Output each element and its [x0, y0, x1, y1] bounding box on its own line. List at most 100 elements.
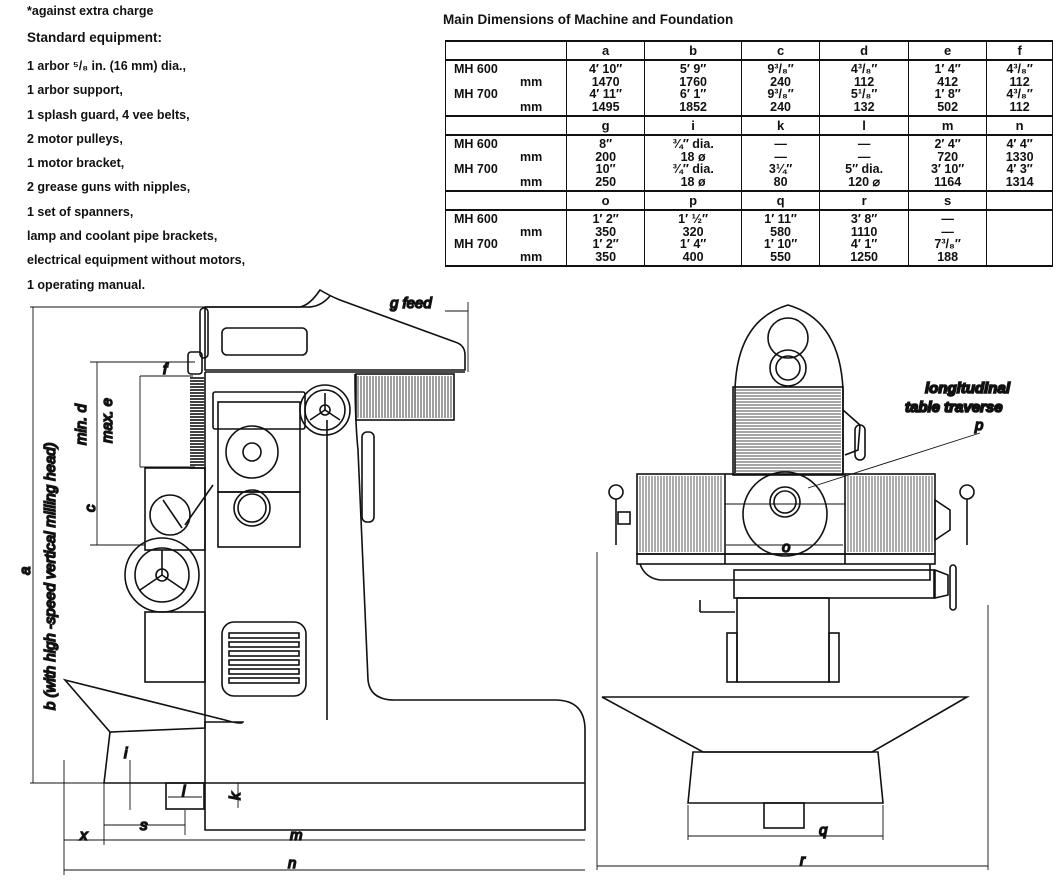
dimension-value: ¾″ dia. [672, 137, 714, 151]
table-header-blank [445, 40, 567, 61]
dimension-value: 5′ 9″ [679, 62, 707, 76]
dimension-value: 200 [595, 149, 617, 164]
dimension-value: ¾″ dia. [672, 162, 714, 176]
equipment-item: 1 arbor ⁵/₈ in. (16 mm) dia., [27, 59, 186, 73]
dimension-value: 1314 [1005, 174, 1034, 189]
dimension-value: 580 [770, 224, 791, 239]
dimension-value: 4′ 1″ [850, 237, 878, 251]
column-header: a [565, 40, 646, 61]
dimension-value: 8″ [599, 137, 613, 151]
dimension-value: 1′ 2″ [592, 237, 619, 251]
dimension-value: 9³/₈″ [767, 62, 794, 76]
dimension-value: 320 [682, 224, 704, 239]
dimension-value: 3¼″ [768, 162, 793, 176]
dimension-value: 240 [770, 99, 791, 114]
table-header-blank [445, 190, 567, 211]
equipment-item: lamp and coolant pipe brackets, [27, 229, 218, 244]
dimension-cell: ——5″ dia.120 ⌀ [819, 135, 909, 191]
dimension-value: 112 [854, 74, 875, 89]
label-r: r [800, 852, 806, 869]
dimension-value: 1′ 4″ [679, 237, 707, 251]
dimension-value: 5¹/₈″ [850, 87, 878, 101]
model-label: MH 600 [454, 62, 498, 76]
column-header: s [907, 190, 988, 211]
vent-slot [228, 677, 300, 684]
label-k: k [227, 791, 244, 800]
annotation-longitudinal: longitudinal [925, 380, 1011, 397]
column-header: m [907, 115, 988, 136]
dimension-cell [986, 210, 1053, 267]
vent-slot [228, 659, 300, 666]
dimension-value: 5″ dia. [845, 162, 884, 176]
annotation-table-traverse: table traverse [905, 399, 1003, 416]
column-header [986, 190, 1053, 211]
vent-slot [228, 632, 300, 639]
standard-equipment-title: Standard equipment: [27, 30, 163, 45]
dimension-value: — [941, 224, 954, 239]
label-m: m [290, 827, 303, 844]
dimension-value: 9³/₈″ [767, 87, 794, 101]
dimension-value: 7³/₈″ [934, 237, 961, 251]
column-header: e [907, 40, 988, 61]
dimension-value: 10″ [595, 162, 616, 176]
standard-equipment-list: 1 arbor ⁵/₈ in. (16 mm) dia., 1 arbor su… [27, 54, 245, 297]
dimension-value: 4′ 3″ [1006, 162, 1033, 176]
label-f: f [163, 361, 169, 378]
front-view-drawing [596, 304, 989, 870]
table-header-blank [445, 115, 567, 136]
unit-label: mm [520, 99, 543, 114]
column-header: k [740, 115, 821, 136]
unit-label: mm [520, 249, 543, 264]
label-i: i [124, 745, 128, 762]
dimension-value: 720 [937, 149, 959, 164]
dimension-value: 250 [595, 174, 617, 189]
dimension-value: 1164 [934, 174, 962, 189]
dimension-value: 1′ 10″ [763, 237, 798, 251]
dimension-value: 1330 [1005, 149, 1034, 164]
unit-label: mm [520, 174, 543, 189]
dimension-cell: ——7³/₈″188 [907, 210, 988, 267]
extra-charge-note: *against extra charge [27, 4, 154, 18]
dimension-value: 1′ 4″ [934, 62, 961, 76]
dimension-value: 1852 [679, 99, 707, 114]
dimension-value: 4³/₈″ [1006, 62, 1033, 76]
vent-slot [228, 641, 300, 648]
dimension-value: 18 ø [680, 149, 706, 164]
dimension-value: 4′ 4″ [1006, 137, 1033, 151]
label-l: l [182, 783, 186, 800]
label-a: a [17, 567, 34, 575]
dimension-value: 4³/₈″ [850, 62, 878, 76]
column-header: o [565, 190, 646, 211]
dimension-value: 350 [595, 249, 617, 264]
column-header: g [565, 115, 646, 136]
equipment-item: 1 motor bracket, [27, 156, 125, 171]
dimension-value: 1470 [591, 74, 620, 89]
dimension-value: 112 [1009, 99, 1030, 114]
vent-slot [228, 668, 300, 675]
column-header: p [644, 190, 742, 211]
dimension-value: — [774, 149, 787, 164]
column-header: f [986, 40, 1053, 61]
label-b-note: b (with high -speed vertical milling hea… [42, 442, 59, 710]
dimension-value: 1760 [679, 74, 707, 89]
dimension-value: 6′ 1″ [679, 87, 707, 101]
model-label: MH 600 [454, 137, 498, 151]
dimension-value: 188 [937, 249, 959, 264]
dimension-value: 18 ø [680, 174, 706, 189]
dimension-value: 1110 [850, 224, 878, 239]
